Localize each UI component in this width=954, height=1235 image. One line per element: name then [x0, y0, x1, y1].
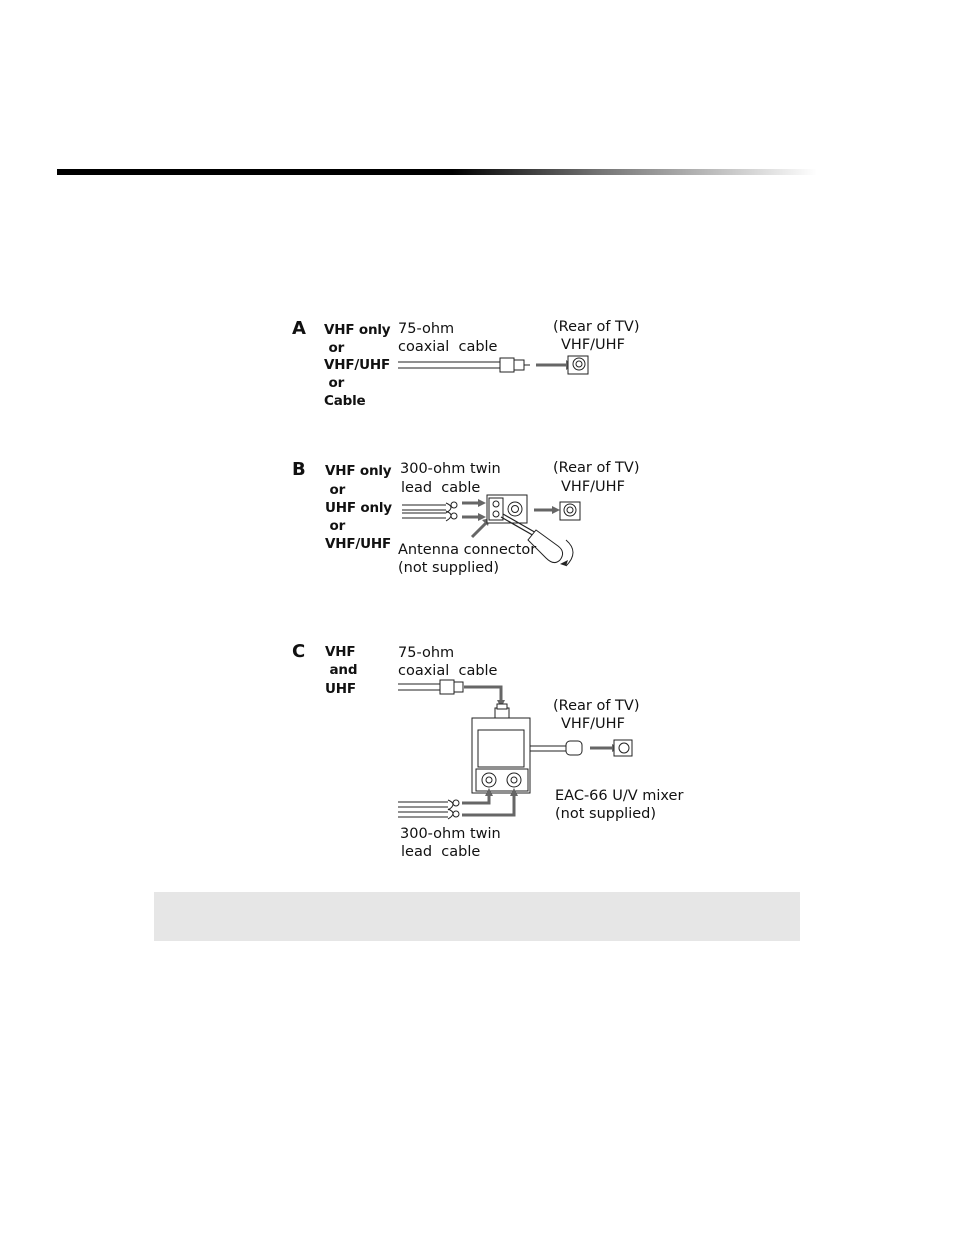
section-letter-b: B: [292, 459, 306, 480]
coaxial-cable-a: [398, 357, 530, 373]
source-label: VHF/UHF: [324, 357, 390, 373]
source-label: VHF only: [324, 322, 391, 338]
source-label: or: [325, 518, 346, 534]
diagram-b: [402, 494, 581, 567]
tv-label: VHF/UHF: [561, 479, 625, 495]
cable-label: coaxial cable: [398, 339, 498, 355]
source-label: or: [324, 340, 345, 356]
cable-label: 300-ohm twin: [400, 826, 501, 842]
connector-label: Antenna connector: [398, 542, 537, 558]
section-letter-c: C: [292, 641, 306, 662]
tv-label: VHF/UHF: [561, 337, 625, 353]
cable-label: lead cable: [401, 844, 481, 860]
tv-label: VHF/UHF: [561, 716, 625, 732]
diagram-a: [398, 355, 589, 375]
source-label: or: [324, 375, 345, 391]
mixer-output-cable-c: [530, 739, 633, 757]
section-letter-a: A: [292, 318, 306, 339]
tv-label: (Rear of TV): [553, 698, 640, 714]
cable-label: 75-ohm: [398, 321, 455, 337]
source-label: and: [325, 662, 358, 678]
source-label: Cable: [324, 393, 366, 409]
source-label: UHF: [325, 681, 356, 697]
source-label: VHF: [325, 644, 356, 660]
diagram-c: [398, 679, 633, 820]
cable-label: lead cable: [401, 480, 481, 496]
arrows-b: [462, 499, 560, 539]
mixer-label: EAC-66 U/V mixer: [555, 788, 684, 804]
cable-label: coaxial cable: [398, 663, 498, 679]
coaxial-cable-c: [398, 679, 505, 708]
cable-label: 300-ohm twin: [400, 461, 501, 477]
source-label: VHF only: [325, 463, 392, 479]
note-box: [154, 892, 800, 941]
header-rule: [57, 169, 817, 175]
cable-label: 75-ohm: [398, 645, 455, 661]
antenna-connector-b: [486, 494, 528, 524]
tv-connector-a: [567, 355, 589, 375]
tv-label: (Rear of TV): [553, 319, 640, 335]
mixer-label: (not supplied): [555, 806, 657, 822]
tv-label: (Rear of TV): [553, 460, 640, 476]
connector-label: (not supplied): [398, 560, 500, 576]
tv-connector-b: [559, 501, 581, 521]
twin-lead-cable-c: [398, 788, 518, 820]
source-label: VHF/UHF: [325, 536, 391, 552]
twin-lead-cable-b: [402, 501, 458, 522]
screwdriver-b: [500, 513, 574, 567]
source-label: UHF only: [325, 500, 392, 516]
uv-mixer-c: [471, 703, 531, 794]
source-label: or: [325, 482, 346, 498]
